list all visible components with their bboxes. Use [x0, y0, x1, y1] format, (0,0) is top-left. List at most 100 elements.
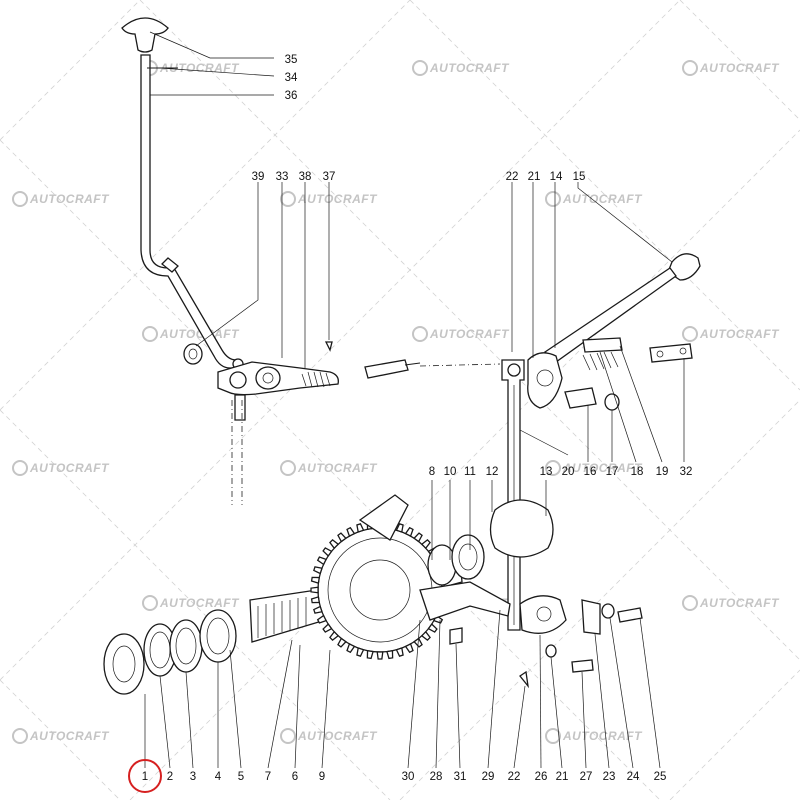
watermark-text: AUTOCRAFT [562, 461, 643, 475]
watermark-text: AUTOCRAFT [562, 192, 643, 206]
gear-tooth [329, 539, 340, 550]
callout-24: 24 [627, 771, 640, 783]
watermark-text: AUTOCRAFT [29, 461, 110, 475]
watermark-text: AUTOCRAFT [297, 729, 378, 743]
callout-14: 14 [550, 171, 563, 183]
gear-tooth [404, 526, 414, 537]
callout-21-bottom: 21 [556, 771, 569, 783]
callout-21: 21 [528, 171, 541, 183]
gear-tooth [395, 523, 404, 533]
watermark-text: AUTOCRAFT [159, 596, 240, 610]
gear-tooth [310, 576, 321, 584]
watermark-logo-icon [412, 326, 428, 342]
callout-17: 17 [606, 466, 619, 478]
callout-22: 22 [506, 171, 519, 183]
callout-9: 9 [319, 771, 325, 783]
callout-26: 26 [535, 771, 548, 783]
callout-38: 38 [299, 171, 312, 183]
callout-6: 6 [292, 771, 298, 783]
leader-lines [144, 31, 685, 769]
watermark-logo-icon [142, 326, 158, 342]
callout-31: 31 [454, 771, 467, 783]
callout-35: 35 [285, 54, 298, 66]
gear-tooth [366, 649, 374, 660]
actuating-rod-assembly [121, 17, 244, 370]
callout-2: 2 [167, 771, 173, 783]
callout-28: 28 [430, 771, 443, 783]
watermark-logo-icon [682, 60, 698, 76]
watermark-logo-icon [545, 191, 561, 207]
callouts-upper-left: 39 33 38 37 [252, 171, 336, 183]
left-lever-assembly [217, 341, 421, 421]
gear-tooth [322, 547, 333, 557]
callout-33: 33 [276, 171, 289, 183]
gear-tooth [337, 532, 347, 543]
main-shaft-assembly [103, 494, 643, 695]
callout-27: 27 [580, 771, 593, 783]
gear-tooth [420, 630, 431, 641]
callout-5: 5 [238, 771, 244, 783]
callout-3: 3 [190, 771, 196, 783]
watermark-text: AUTOCRAFT [699, 327, 780, 341]
gear-tooth [313, 566, 323, 575]
watermark-text: AUTOCRAFT [159, 61, 240, 75]
gear-tooth [346, 643, 356, 654]
watermark-logo-icon [682, 595, 698, 611]
gear-tooth [356, 647, 365, 657]
callouts-upper-right: 22 21 14 15 [506, 171, 586, 183]
gear-tooth [313, 605, 323, 614]
callout-18: 18 [631, 466, 644, 478]
callout-16: 16 [584, 466, 597, 478]
gear-tooth [329, 630, 340, 641]
callouts-bottom: 1 2 3 4 5 7 6 9 30 28 31 29 22 26 21 27 … [128, 759, 666, 793]
watermark-logo-icon [280, 728, 296, 744]
gear-tooth [316, 556, 327, 566]
gear-tooth [404, 643, 414, 654]
selector-rod [489, 359, 554, 631]
callouts-top-left: 35 34 36 [285, 54, 298, 102]
gear-tooth [316, 614, 327, 624]
watermark-logo-icon [12, 191, 28, 207]
callout-13: 13 [540, 466, 553, 478]
watermark-logo-icon [142, 595, 158, 611]
callout-39: 39 [252, 171, 265, 183]
callout-23: 23 [603, 771, 616, 783]
watermark-logo-icon [280, 191, 296, 207]
gear-tooth [413, 532, 423, 543]
watermark-logo-icon [12, 728, 28, 744]
gear-tooth [310, 596, 321, 604]
watermark-text: AUTOCRAFT [429, 61, 510, 75]
callout-22-bottom: 22 [508, 771, 521, 783]
gear-tooth [337, 637, 347, 648]
gear-tooth [427, 623, 438, 633]
callouts-mid-right: 20 16 17 18 19 32 [562, 466, 693, 478]
center-lines [231, 363, 501, 505]
watermark-logo-icon [682, 326, 698, 342]
gear-tooth [322, 623, 333, 633]
watermark-text: AUTOCRAFT [297, 192, 378, 206]
callout-11: 11 [464, 466, 476, 478]
gear-lever-assembly [527, 253, 701, 411]
watermark-text: AUTOCRAFT [699, 596, 780, 610]
watermark-text: AUTOCRAFT [159, 327, 240, 341]
watermark-text: AUTOCRAFT [699, 61, 780, 75]
callout-19: 19 [656, 466, 669, 478]
watermark-logo-icon [12, 460, 28, 476]
gear-tooth [395, 647, 404, 657]
watermark-text: AUTOCRAFT [29, 729, 110, 743]
callout-1: 1 [142, 771, 148, 783]
callout-8: 8 [429, 466, 435, 478]
gear-tooth [420, 539, 431, 550]
gear-tooth [310, 586, 319, 594]
callout-36: 36 [285, 90, 298, 102]
watermark-text: AUTOCRAFT [297, 461, 378, 475]
gear-tooth [356, 523, 365, 533]
watermark-text: AUTOCRAFT [562, 729, 643, 743]
watermark-logo-icon [412, 60, 428, 76]
watermark-logo-icon [280, 460, 296, 476]
gear-tooth [346, 526, 356, 537]
watermark-text: AUTOCRAFT [29, 192, 110, 206]
watermark-text: AUTOCRAFT [429, 327, 510, 341]
callout-37: 37 [323, 171, 336, 183]
